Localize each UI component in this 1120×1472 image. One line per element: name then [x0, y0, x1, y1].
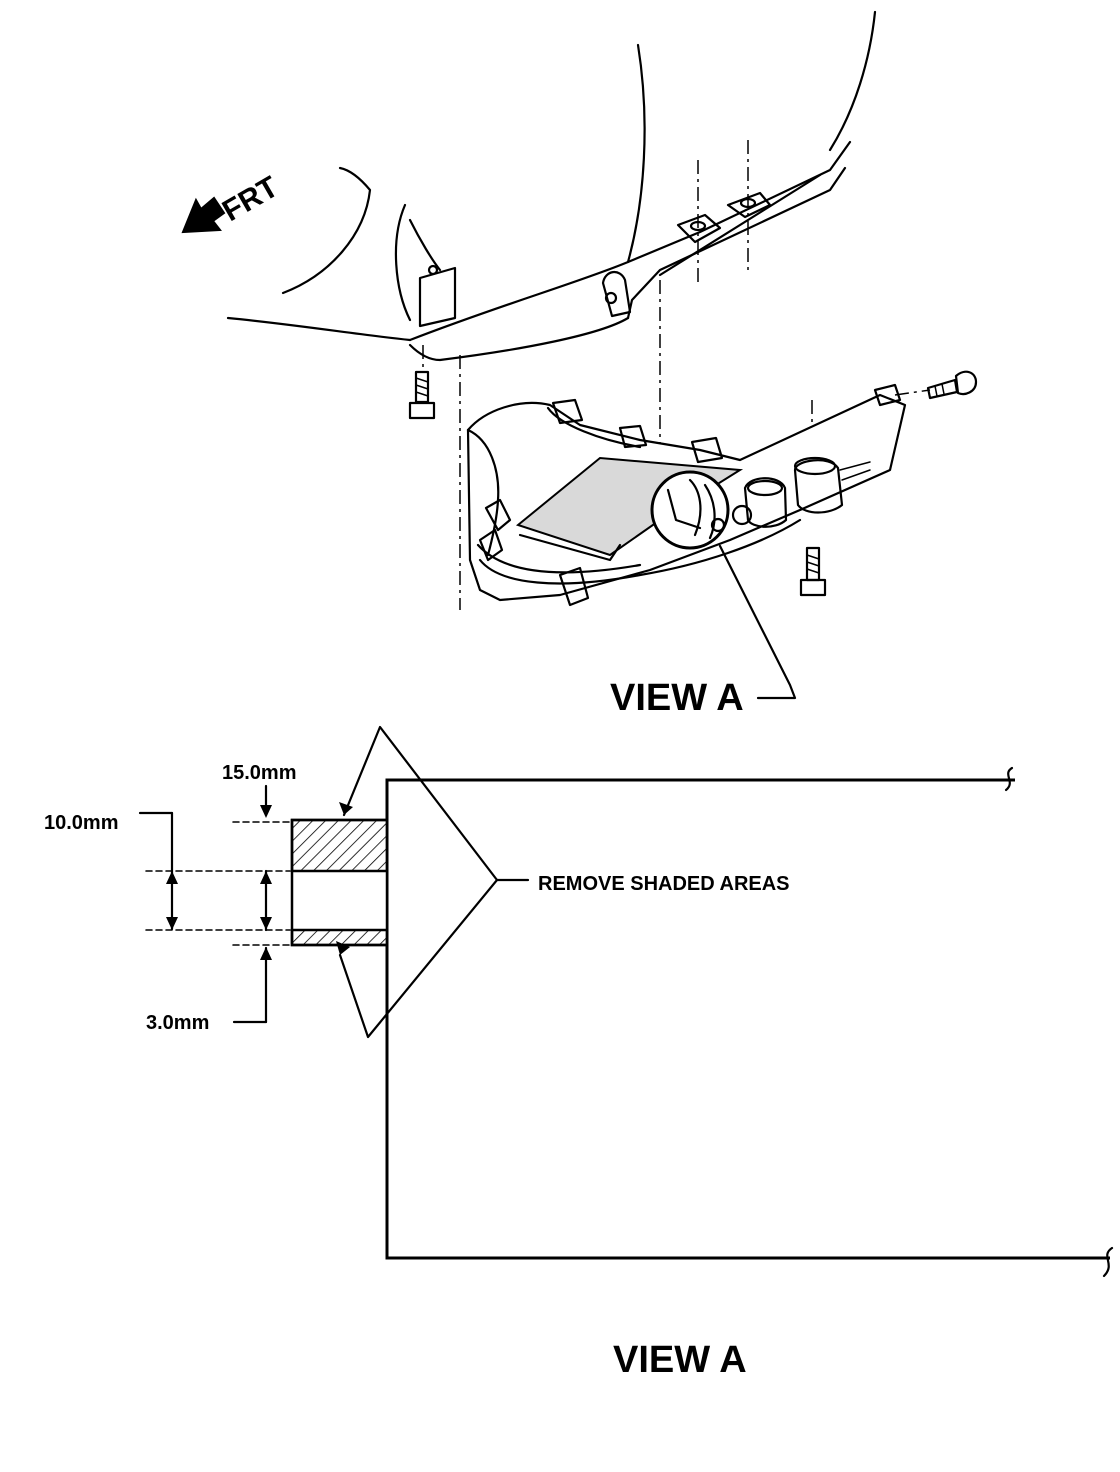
break-mark-bottom	[1102, 1246, 1114, 1278]
arrowhead-upper	[339, 802, 353, 815]
exploded-view: FRT	[181, 10, 978, 719]
dim-10-label: 10.0mm	[44, 812, 119, 834]
vehicle-body-outline	[226, 10, 877, 362]
front-direction-arrow: FRT	[181, 170, 284, 234]
shaded-area-upper	[290, 818, 389, 873]
arrowhead-lower	[336, 941, 350, 955]
dim-15-label: 15.0mm	[222, 762, 297, 784]
dim-3-label: 3.0mm	[146, 1012, 209, 1034]
body-brackets	[418, 191, 772, 328]
screw-right	[926, 370, 978, 400]
dimension-3mm: 3.0mm	[146, 944, 291, 1034]
lamp-outline	[385, 778, 1110, 1260]
view-a-detail: REMOVE SHADED AREAS 15.0mm 10.0mm	[44, 725, 1114, 1381]
break-mark-top	[1004, 766, 1014, 792]
frt-label: FRT	[217, 170, 284, 228]
view-a-callout-label: VIEW A	[610, 677, 744, 719]
view-a-title: VIEW A	[613, 1339, 747, 1381]
screw-bottom	[799, 546, 827, 597]
screw-left	[408, 370, 436, 420]
dimension-10mm: 10.0mm	[44, 811, 291, 932]
view-a-callout: VIEW A	[610, 470, 797, 719]
remove-shaded-label: REMOVE SHADED AREAS	[538, 873, 790, 895]
dimension-15mm: 15.0mm	[222, 762, 297, 823]
